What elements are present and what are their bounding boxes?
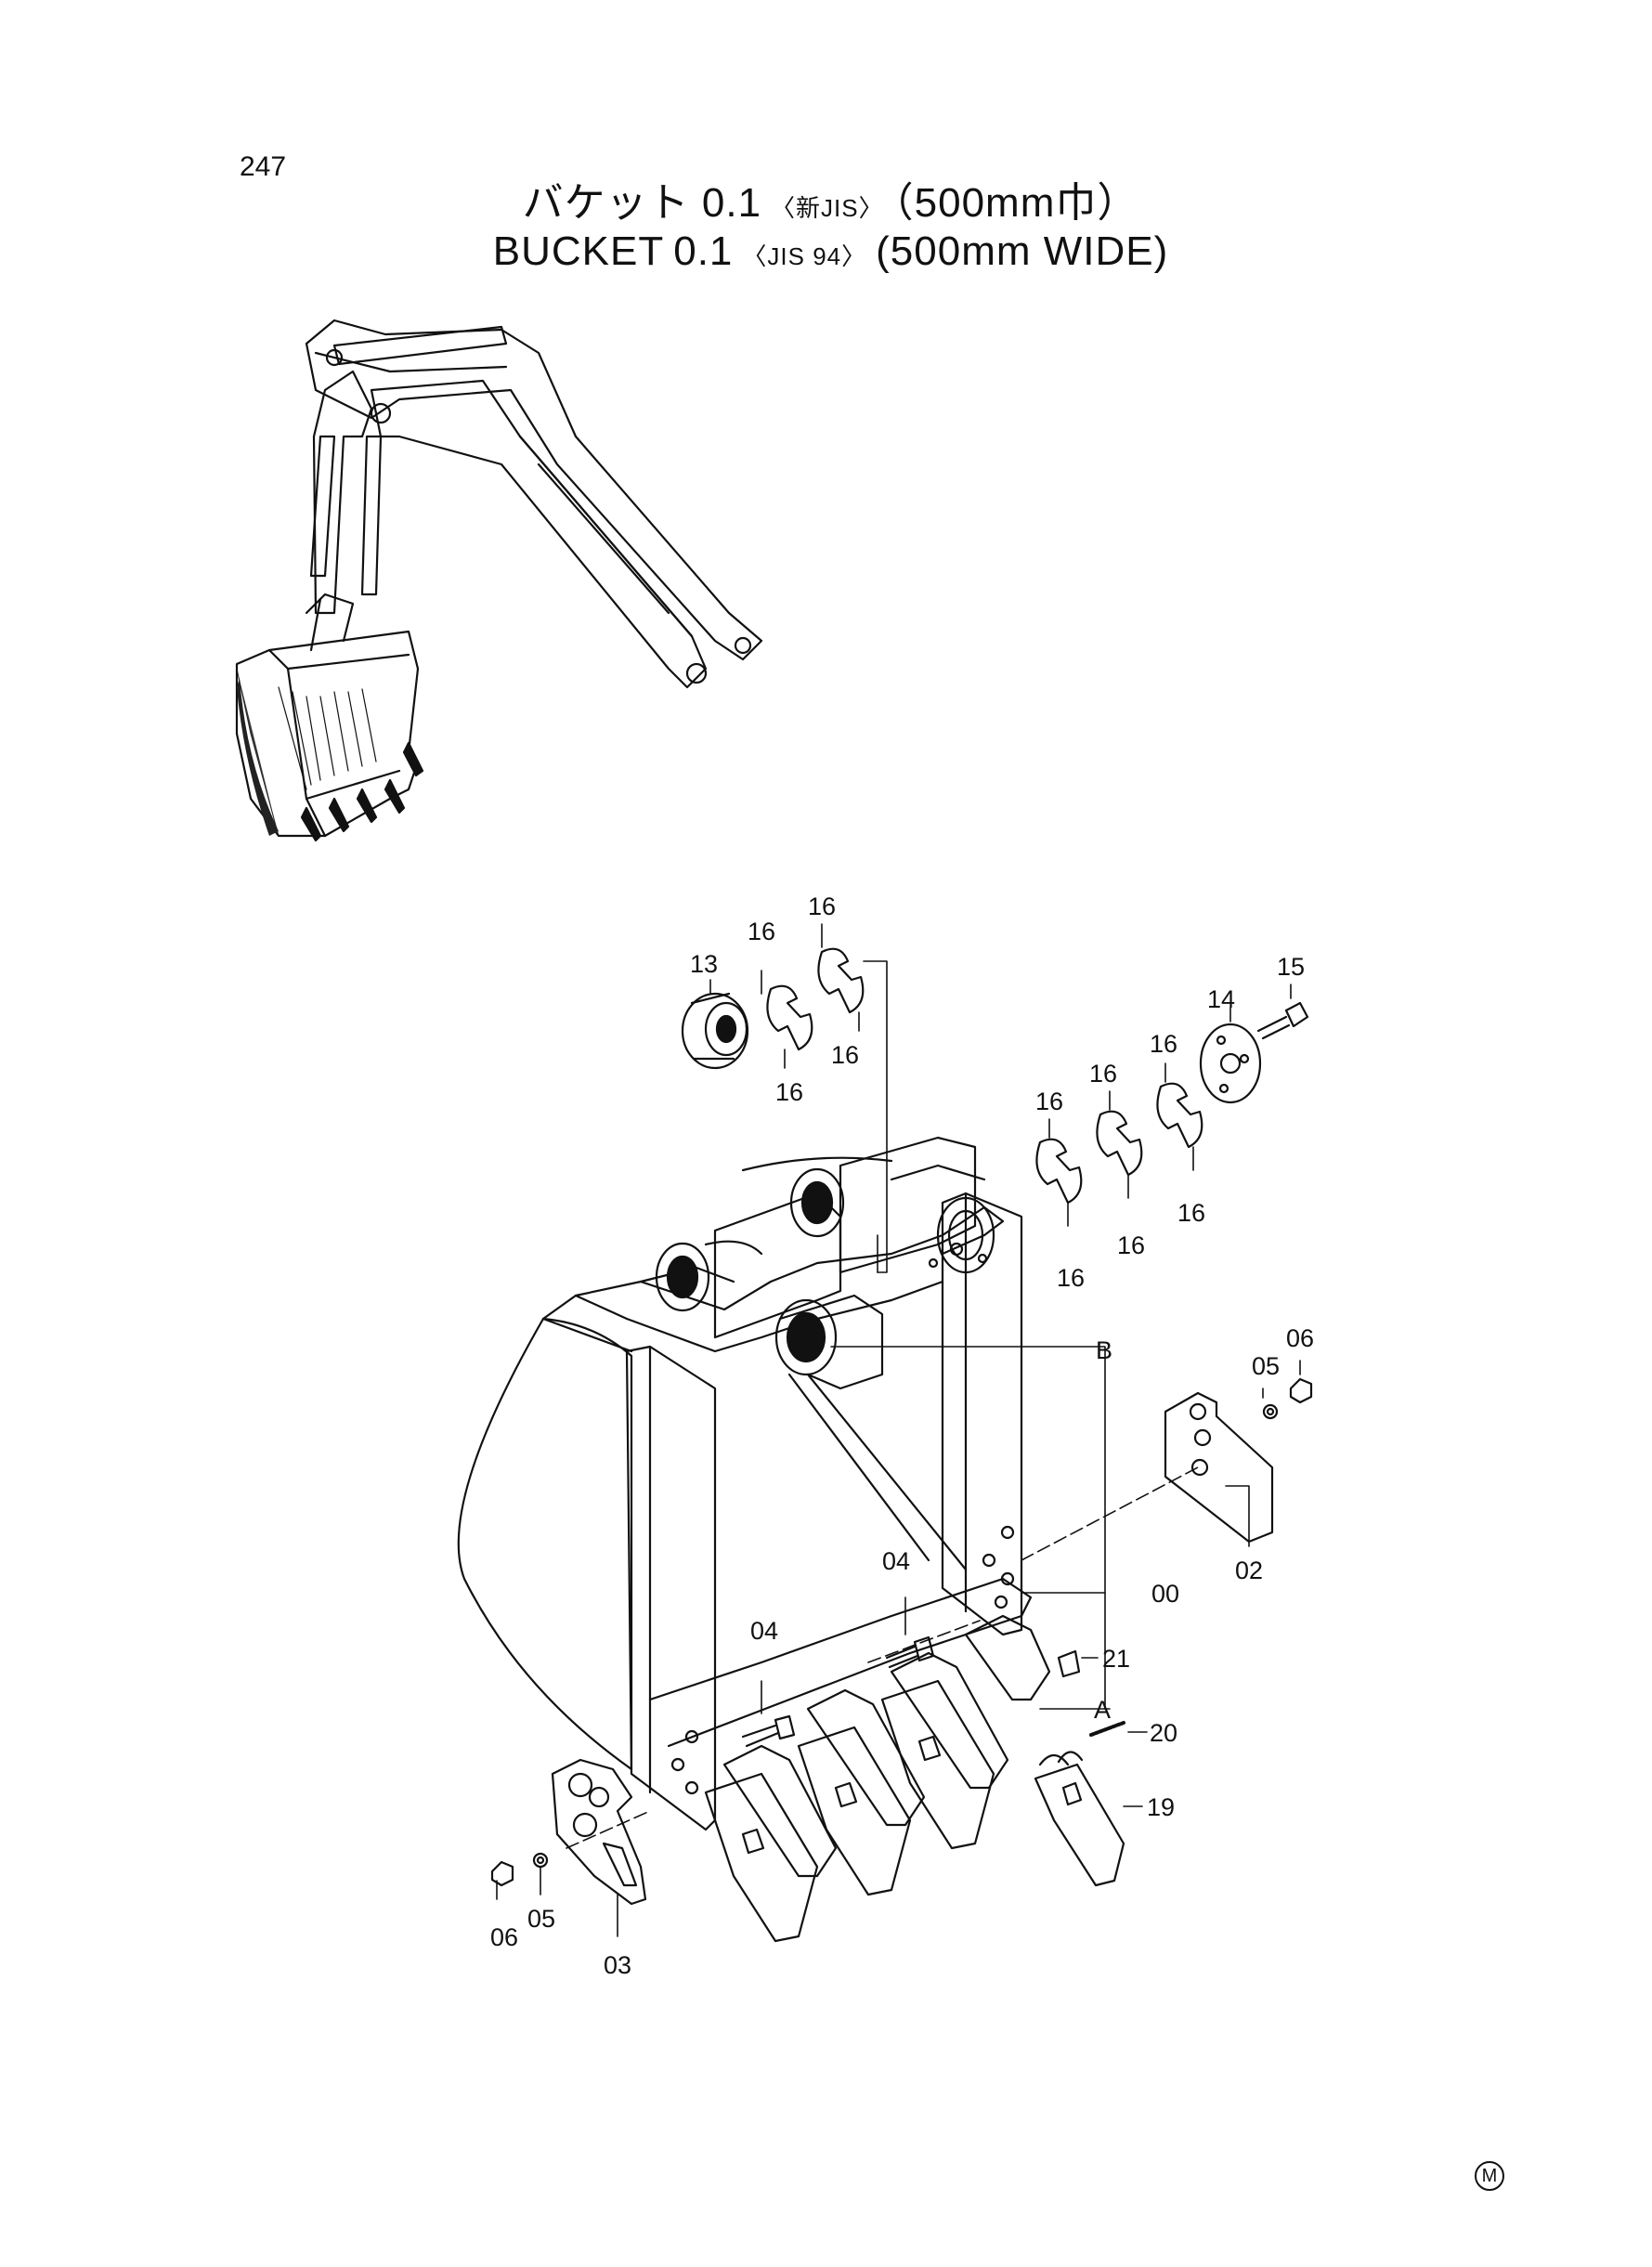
tooth-adapters xyxy=(722,1614,1051,1878)
callout-16: 16 xyxy=(748,918,775,945)
title-en-spec: 〈JIS 94〉 xyxy=(742,242,867,270)
callout-00: 00 xyxy=(1151,1580,1179,1608)
ref-b: B xyxy=(1096,1336,1112,1364)
excavator-front-illustration xyxy=(235,319,763,842)
callout-02: 02 xyxy=(1235,1557,1263,1584)
callout-16: 16 xyxy=(831,1041,859,1069)
callout-16: 16 xyxy=(1057,1264,1085,1292)
title-jp-spec: 〈新JIS〉 xyxy=(771,194,884,222)
callout-21: 21 xyxy=(1102,1645,1130,1673)
title-en-main: BUCKET xyxy=(492,228,665,274)
callout-16: 16 xyxy=(1150,1030,1177,1058)
callout-04: 04 xyxy=(750,1617,778,1645)
ref-a: A xyxy=(1094,1696,1111,1724)
callout-04: 04 xyxy=(882,1547,910,1575)
bucket-teeth xyxy=(704,1679,1125,1943)
callout-14: 14 xyxy=(1207,985,1235,1013)
title-japanese: バケット 0.1 〈新JIS〉 （500mm巾） xyxy=(0,169,1652,228)
title-en-capacity: 0.1 xyxy=(673,228,734,274)
page-number: 247 xyxy=(240,151,287,182)
callout-05: 05 xyxy=(527,1905,555,1933)
callout-05: 05 xyxy=(1252,1352,1280,1380)
callout-16: 16 xyxy=(1117,1231,1145,1259)
title-en-width: (500mm WIDE) xyxy=(876,228,1169,274)
callout-16: 16 xyxy=(775,1078,803,1106)
title-jp-width: （500mm巾） xyxy=(892,180,1139,226)
callout-06: 06 xyxy=(1286,1324,1314,1352)
callout-13: 13 xyxy=(690,950,718,978)
corner-mark: M xyxy=(1475,2161,1504,2191)
callout-labels: 13 16 16 16 16 16 16 16 16 16 16 14 15 0… xyxy=(490,892,1314,1979)
callout-19: 19 xyxy=(1147,1793,1175,1821)
callout-16: 16 xyxy=(808,892,836,920)
side-cutters xyxy=(551,1391,1274,1906)
callout-03: 03 xyxy=(604,1951,631,1979)
callout-20: 20 xyxy=(1150,1719,1177,1747)
bucket-body xyxy=(457,1136,1033,1831)
callout-16: 16 xyxy=(1089,1060,1117,1088)
callout-16: 16 xyxy=(1177,1199,1205,1227)
leader-lines xyxy=(496,923,1301,1937)
callout-16: 16 xyxy=(1035,1088,1063,1115)
title-jp-main: バケット 0.1 xyxy=(522,180,762,226)
callout-15: 15 xyxy=(1277,953,1305,981)
callout-06: 06 xyxy=(490,1923,518,1951)
hardware xyxy=(490,947,1313,1887)
